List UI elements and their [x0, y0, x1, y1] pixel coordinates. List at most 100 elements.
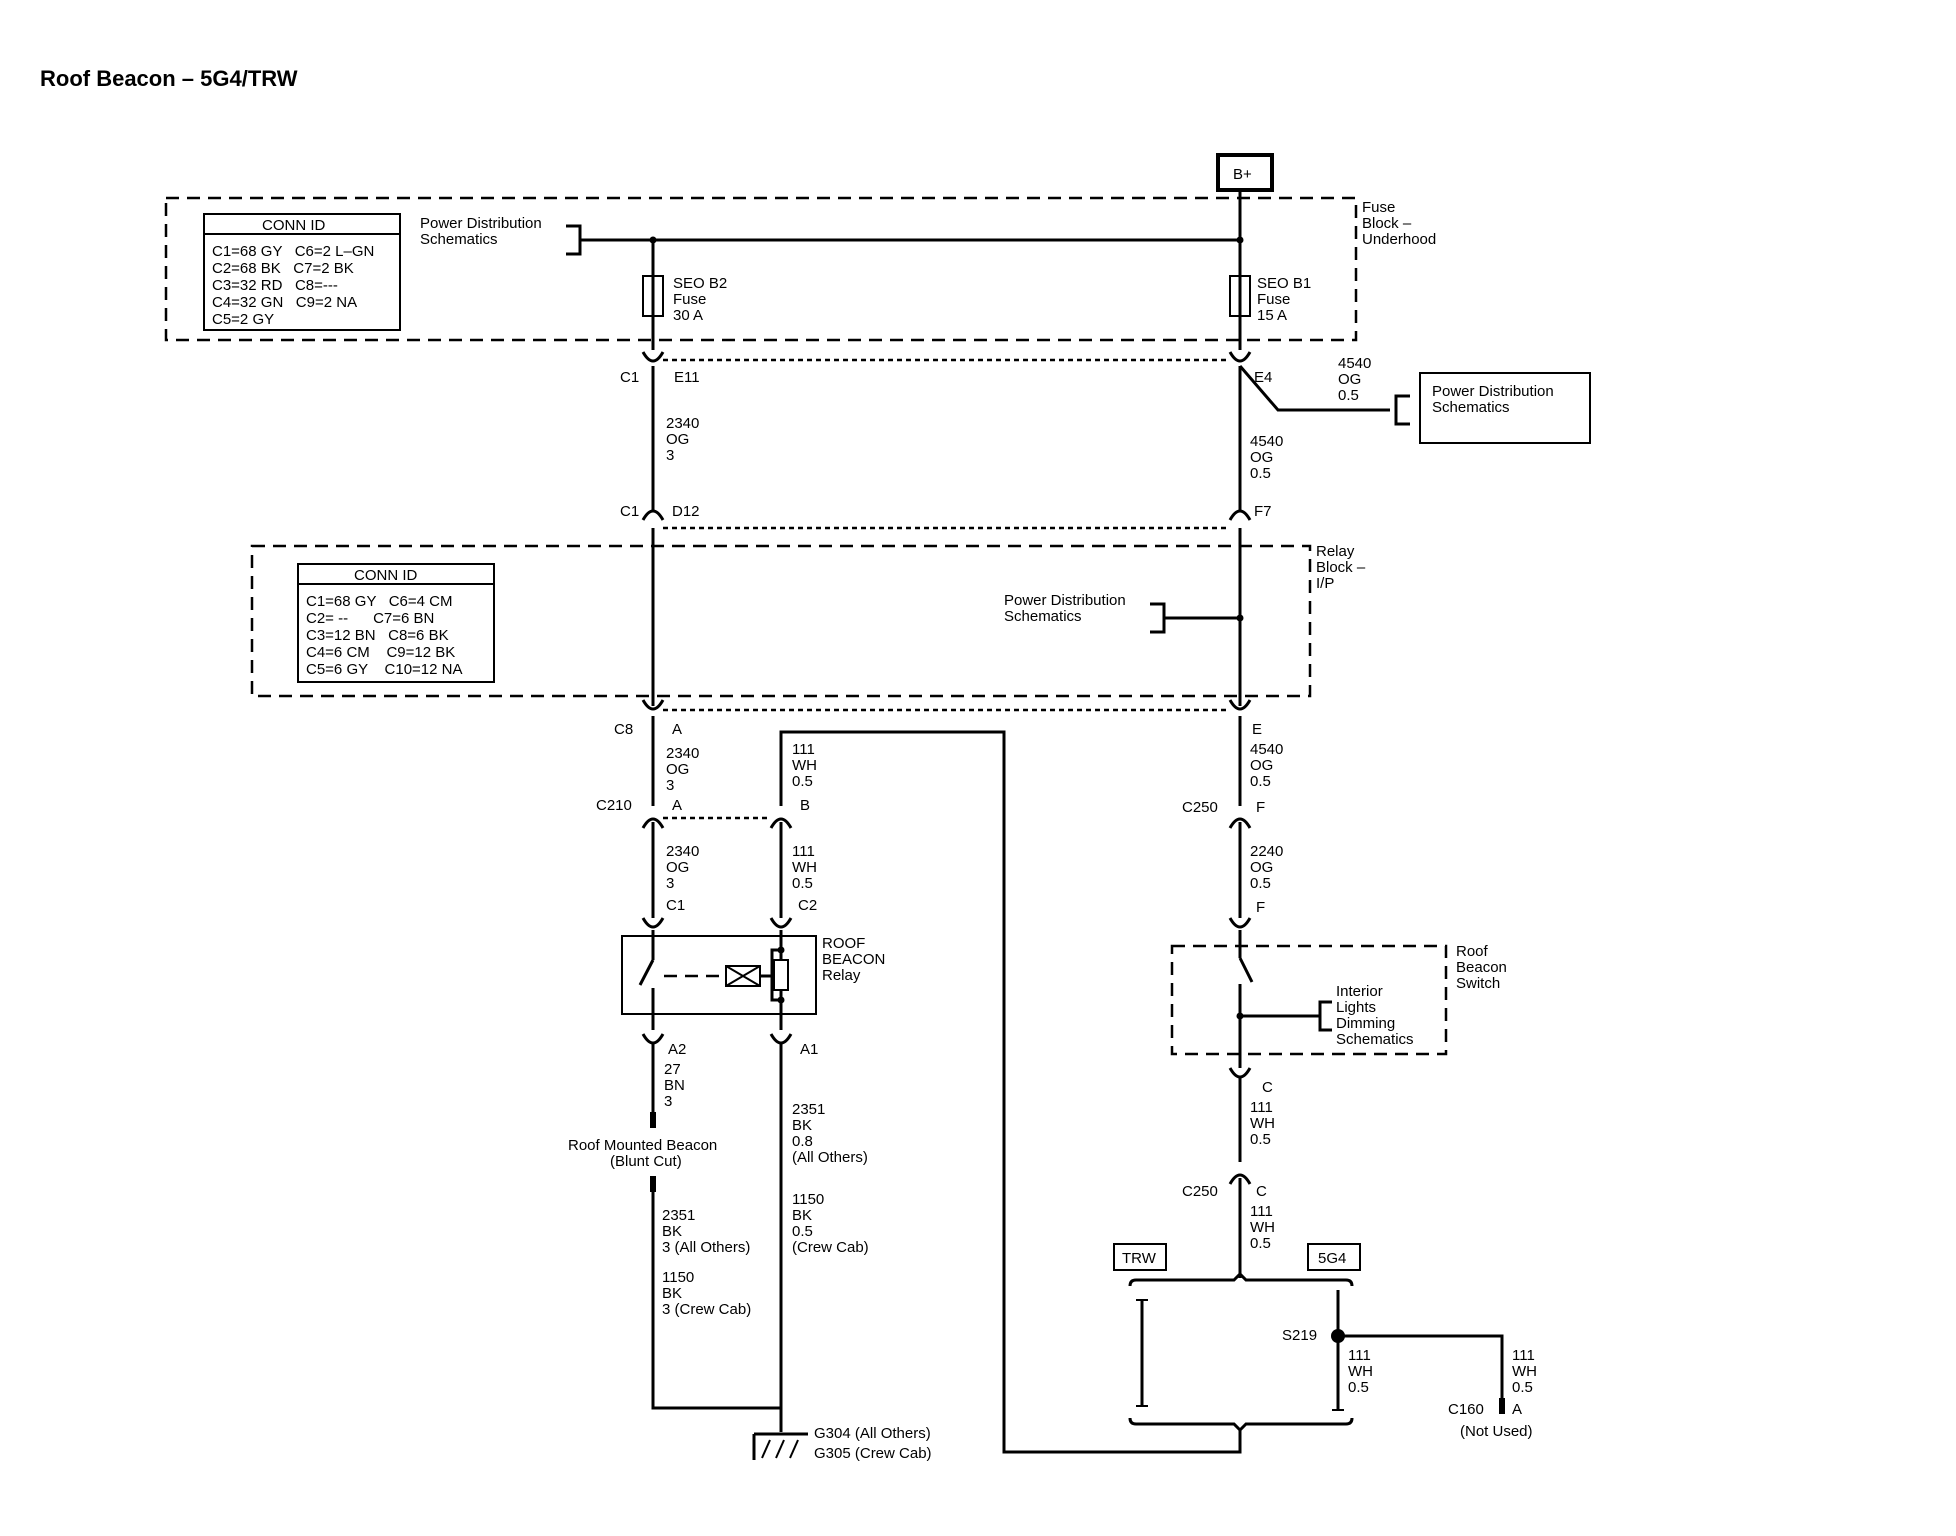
- svg-text:111: 111: [1512, 1347, 1535, 1364]
- fuse-block-underhood: Fuse Block – Underhood: [164, 196, 1436, 342]
- svg-text:G305 (Crew Cab): G305 (Crew Cab): [814, 1445, 932, 1462]
- svg-text:Block –: Block –: [1316, 559, 1366, 576]
- svg-text:Interior: Interior: [1336, 983, 1383, 1000]
- svg-text:0.5: 0.5: [1250, 1235, 1271, 1252]
- svg-text:3: 3: [666, 875, 674, 892]
- svg-text:C2: C2: [798, 897, 817, 914]
- svg-text:C3=32 RD C8=---: C3=32 RD C8=---: [212, 277, 338, 294]
- option-box-5g4: 5G4: [1307, 1243, 1361, 1271]
- svg-text:WH: WH: [1250, 1115, 1275, 1132]
- wire-label-4540-upper: 4540 OG 0.5: [1250, 433, 1283, 482]
- relay-connector-a2-a1: A2 A1: [641, 1033, 818, 1058]
- svg-text:C: C: [1256, 1183, 1267, 1200]
- svg-text:Fuse: Fuse: [673, 291, 706, 308]
- svg-text:BN: BN: [664, 1077, 685, 1094]
- svg-text:Schematics: Schematics: [1004, 608, 1082, 625]
- svg-text:C210: C210: [596, 797, 632, 814]
- battery-terminal: B+: [1216, 153, 1274, 192]
- wire-label-2351-left: 2351 BK 3 (All Others): [662, 1207, 750, 1256]
- svg-text:30 A: 30 A: [673, 307, 703, 324]
- connector-c250-c: C250 C: [1182, 1173, 1267, 1200]
- wire-4540-branch: 4540 OG 0.5: [1238, 355, 1410, 426]
- svg-text:Lights: Lights: [1336, 999, 1376, 1016]
- switch-connector-f: F: [1228, 899, 1265, 929]
- svg-text:111: 111: [1348, 1347, 1371, 1364]
- svg-text:111: 111: [1250, 1203, 1273, 1220]
- svg-text:B+: B+: [1233, 166, 1252, 183]
- svg-text:3: 3: [666, 777, 674, 794]
- svg-text:(Crew Cab): (Crew Cab): [792, 1239, 869, 1256]
- connector-c1-d12-f7: C1 D12 F7: [620, 503, 1272, 530]
- diagram-title: Roof Beacon – 5G4/TRW: [40, 66, 298, 91]
- svg-text:OG: OG: [666, 431, 689, 448]
- wire-label-4540-c8: 4540 OG 0.5: [1250, 741, 1283, 790]
- svg-text:4540: 4540: [1338, 355, 1371, 372]
- svg-text:C5=6 GY C10=12 NA: C5=6 GY C10=12 NA: [306, 661, 462, 678]
- svg-text:D12: D12: [672, 503, 700, 520]
- wire-label-27: 27 BN 3: [664, 1061, 685, 1110]
- svg-text:OG: OG: [1250, 757, 1273, 774]
- svg-text:3 (Crew Cab): 3 (Crew Cab): [662, 1301, 751, 1318]
- fuse-seo-b1: SEO B1 Fuse 15 A: [1229, 275, 1311, 324]
- svg-text:C1=68 GY C6=4 CM: C1=68 GY C6=4 CM: [306, 593, 452, 610]
- svg-text:S219: S219: [1282, 1327, 1317, 1344]
- svg-text:A2: A2: [668, 1041, 686, 1058]
- svg-text:E: E: [1252, 721, 1262, 738]
- svg-text:BK: BK: [792, 1117, 812, 1134]
- svg-text:WH: WH: [1348, 1363, 1373, 1380]
- wire-label-2340-upper: 2340 OG 3: [666, 415, 699, 464]
- svg-text:111: 111: [792, 741, 815, 758]
- svg-text:OG: OG: [666, 859, 689, 876]
- svg-text:SEO B1: SEO B1: [1257, 275, 1311, 292]
- svg-text:C3=12 BN C8=6 BK: C3=12 BN C8=6 BK: [306, 627, 449, 644]
- power-distribution-ref-relay: Power Distribution Schematics: [1004, 592, 1244, 634]
- svg-text:BK: BK: [662, 1285, 682, 1302]
- svg-text:B: B: [800, 797, 810, 814]
- wire-2351-left: [651, 1176, 781, 1410]
- svg-text:C2= -- C7=6 BN: C2= -- C7=6 BN: [306, 610, 434, 627]
- roof-beacon-relay: ROOF BEACON Relay: [621, 930, 885, 1030]
- svg-text:Power Distribution: Power Distribution: [1004, 592, 1126, 609]
- svg-text:C250: C250: [1182, 1183, 1218, 1200]
- svg-text:OG: OG: [666, 761, 689, 778]
- svg-text:BEACON: BEACON: [822, 951, 885, 968]
- svg-text:2351: 2351: [662, 1207, 695, 1224]
- svg-text:A1: A1: [800, 1041, 818, 1058]
- svg-text:0.5: 0.5: [792, 773, 813, 790]
- svg-text:TRW: TRW: [1122, 1250, 1157, 1267]
- svg-text:Schematics: Schematics: [1432, 399, 1510, 416]
- svg-text:111: 111: [1250, 1099, 1273, 1116]
- svg-text:(Not Used): (Not Used): [1460, 1423, 1533, 1440]
- svg-text:2351: 2351: [792, 1101, 825, 1118]
- svg-text:A: A: [1512, 1401, 1522, 1418]
- svg-text:G304 (All Others): G304 (All Others): [814, 1425, 931, 1442]
- svg-text:C5=2 GY: C5=2 GY: [212, 311, 274, 328]
- svg-text:0.5: 0.5: [1250, 773, 1271, 790]
- svg-text:2240: 2240: [1250, 843, 1283, 860]
- svg-text:C4=6 CM C9=12 BK: C4=6 CM C9=12 BK: [306, 644, 455, 661]
- switch-connector-c: C: [1228, 1067, 1273, 1096]
- svg-text:0.5: 0.5: [1250, 875, 1271, 892]
- svg-text:C1: C1: [666, 897, 685, 914]
- svg-text:F: F: [1256, 899, 1265, 916]
- wire-label-111-switch: 111 WH 0.5: [1250, 1099, 1275, 1148]
- conn-id-table-relay-block: CONN ID C1=68 GY C6=4 CM C2= -- C7=6 BN …: [297, 563, 495, 683]
- power-distribution-ref-top: Power Distribution Schematics: [420, 215, 1244, 256]
- svg-text:0.5: 0.5: [1348, 1379, 1369, 1396]
- svg-text:OG: OG: [1338, 371, 1361, 388]
- svg-text:Switch: Switch: [1456, 975, 1500, 992]
- roof-beacon-switch: Roof Beacon Switch Interior Lights Dimmi…: [1170, 930, 1507, 1068]
- conn-id-table-fuse-block: CONN ID C1=68 GY C6=2 L–GN C2=68 BK C7=2…: [203, 213, 401, 331]
- svg-text:3: 3: [664, 1093, 672, 1110]
- option-bracket: [1128, 1271, 1354, 1452]
- svg-text:3 (All Others): 3 (All Others): [662, 1239, 750, 1256]
- svg-text:WH: WH: [792, 757, 817, 774]
- svg-text:OG: OG: [1250, 449, 1273, 466]
- wire-label-111-c210: 111 WH 0.5: [792, 843, 817, 892]
- svg-text:4540: 4540: [1250, 433, 1283, 450]
- svg-text:I/P: I/P: [1316, 575, 1334, 592]
- svg-text:C1: C1: [620, 503, 639, 520]
- svg-text:(All Others): (All Others): [792, 1149, 868, 1166]
- svg-text:2340: 2340: [666, 745, 699, 762]
- splice-s219: S219: [1282, 1290, 1505, 1414]
